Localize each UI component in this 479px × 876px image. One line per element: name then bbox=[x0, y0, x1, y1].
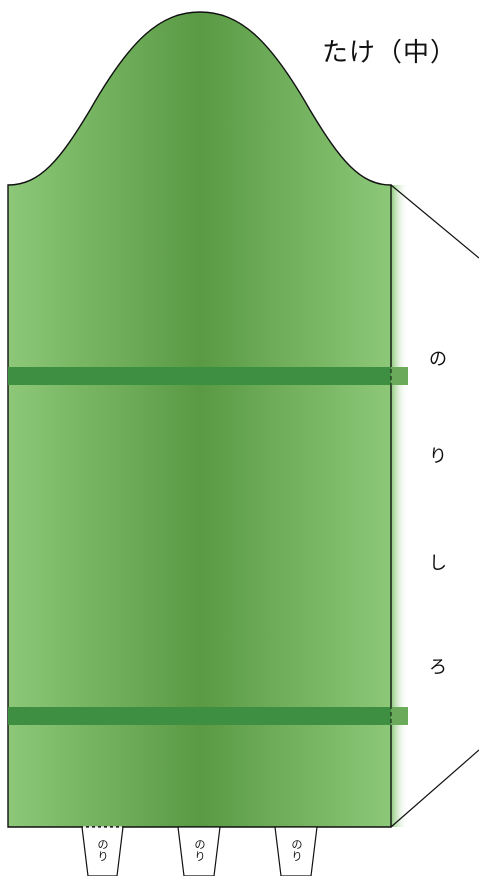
glue-label-char-3: し bbox=[429, 553, 447, 574]
tab1-label-char-1: の bbox=[97, 838, 109, 851]
glue-label-char-2: り bbox=[429, 446, 447, 467]
page-title: たけ（中） bbox=[322, 38, 458, 68]
glue-band-bottom bbox=[391, 707, 408, 725]
glue-band-top bbox=[391, 367, 408, 385]
bamboo-body bbox=[7, 11, 392, 828]
bamboo-node-band-bottom bbox=[8, 707, 391, 725]
tab2-label-char-1: の bbox=[194, 838, 206, 851]
tab3-label-char-2: り bbox=[291, 850, 303, 863]
glue-flap-shade bbox=[391, 185, 408, 827]
glue-label-char-1: の bbox=[429, 349, 447, 370]
tab3-label-char-1: の bbox=[291, 838, 303, 851]
bottom-tab-2 bbox=[177, 826, 221, 876]
tab2-label-char-2: り bbox=[194, 850, 206, 863]
bamboo-node-band-top bbox=[8, 367, 391, 385]
glue-flap-edge-top bbox=[390, 184, 479, 259]
glue-label-char-4: ろ bbox=[429, 657, 447, 678]
bottom-tab-3 bbox=[274, 826, 318, 876]
glue-flap-edge-bottom bbox=[390, 749, 479, 828]
tab1-label-char-2: り bbox=[97, 850, 109, 863]
